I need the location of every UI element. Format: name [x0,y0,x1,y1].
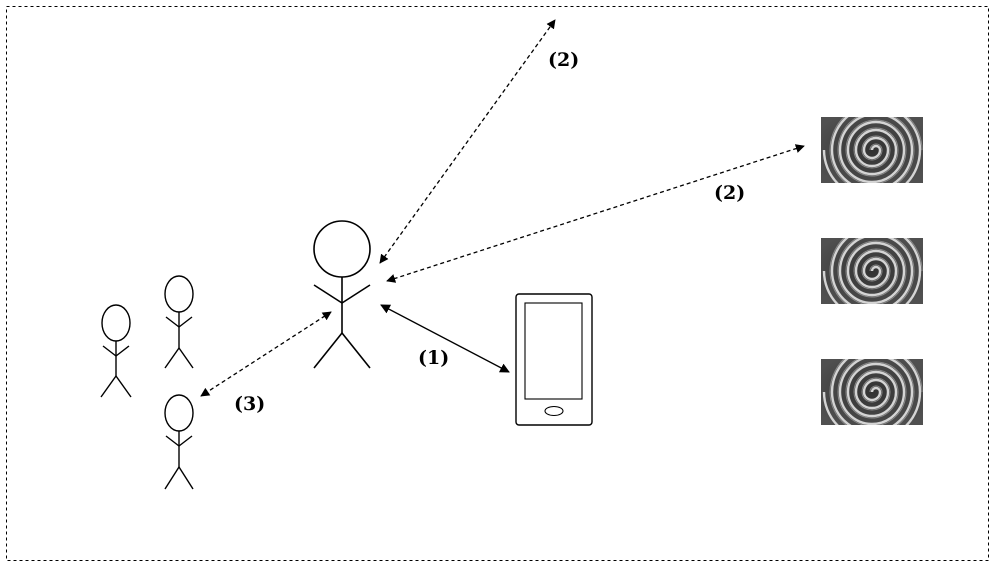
arrow-remote-link [379,19,556,264]
person-figure-top [164,275,194,369]
display-image-2 [821,238,923,304]
label-people-link: (3) [234,393,265,415]
person-figure-left [100,304,132,398]
arrow-display-link [386,144,805,283]
label-display-link: (2) [714,182,745,204]
label-remote-link: (2) [548,49,579,71]
arrow-device-link [380,304,510,373]
display-image-3 [821,359,923,425]
display-image-1 [821,117,923,183]
main-user-figure [313,220,371,369]
person-figure-bottom [164,394,194,490]
label-device-link: (1) [418,347,449,369]
arrow-people-link [200,311,332,397]
smartphone-icon [515,293,593,426]
